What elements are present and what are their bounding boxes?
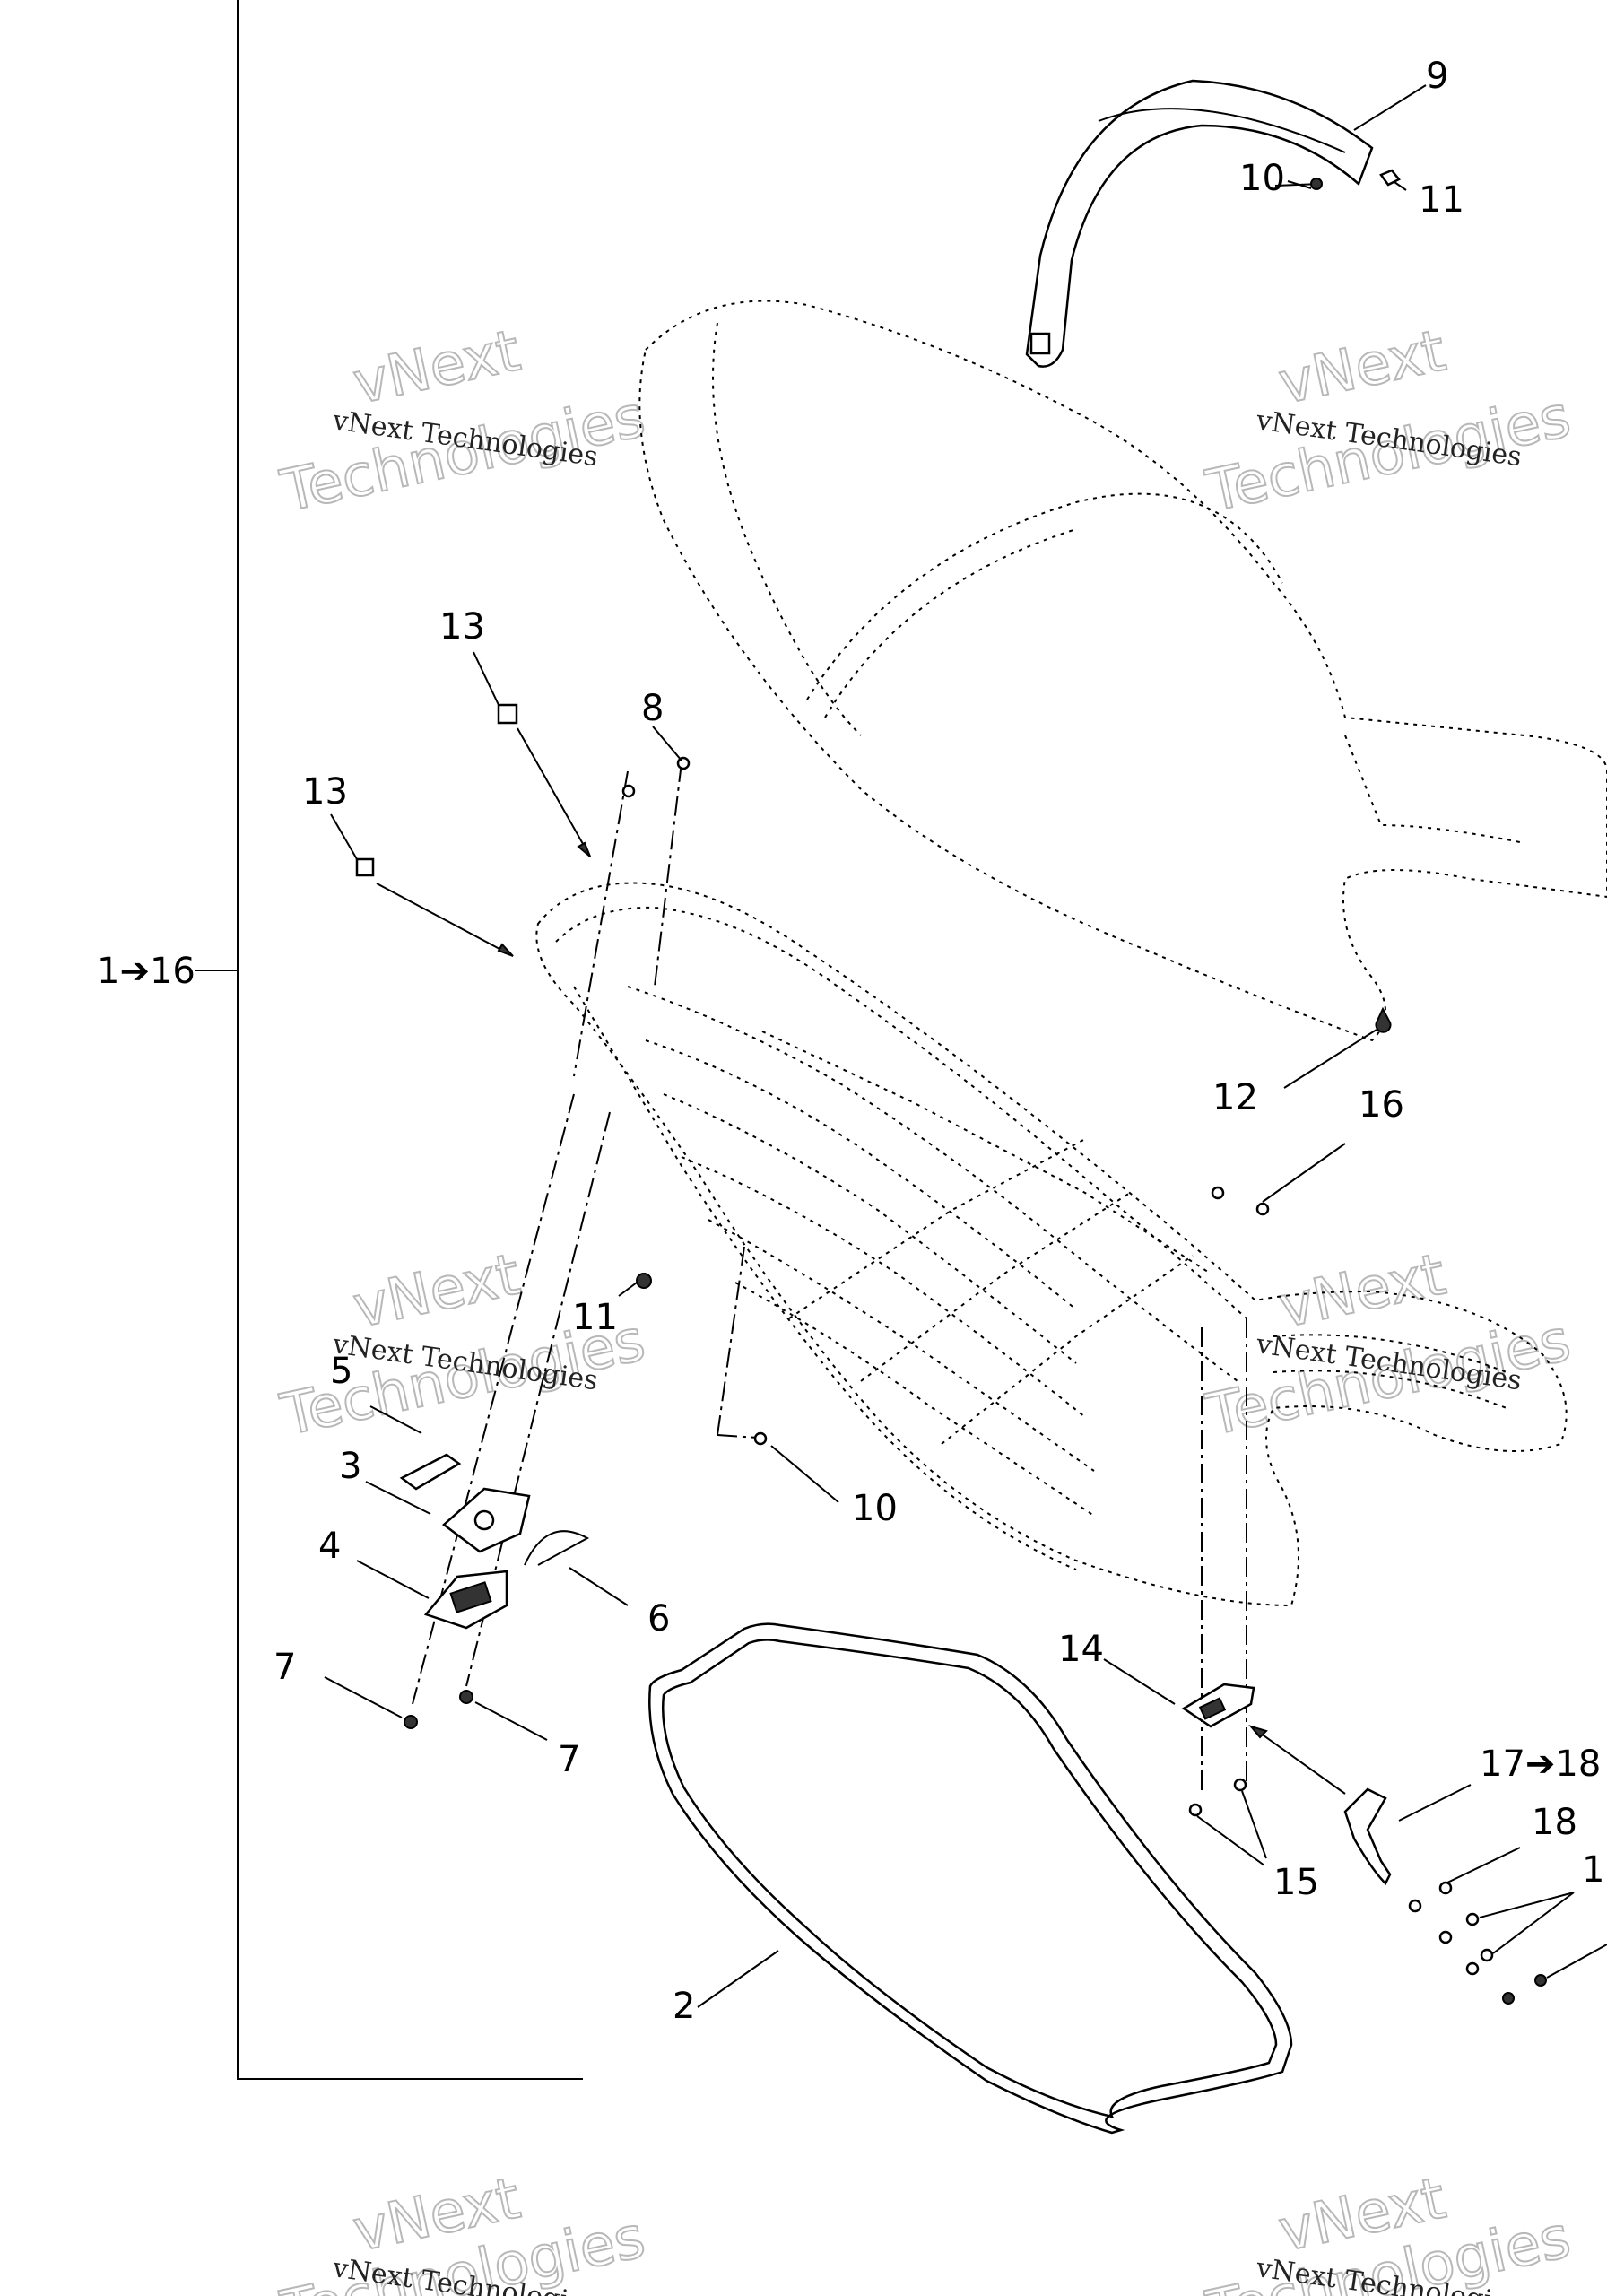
part-7-screw-a xyxy=(404,1715,418,1729)
callout-3: 3 xyxy=(339,1446,361,1487)
watermark-big-1: vNext xyxy=(348,317,526,417)
callout-13: 13 xyxy=(302,771,348,813)
callout-4: 4 xyxy=(318,1526,341,1567)
callout-11: 11 xyxy=(1419,179,1464,221)
watermark-big-1: vNext xyxy=(348,1241,526,1341)
callout-14: 14 xyxy=(1058,1629,1104,1670)
callout-9: 9 xyxy=(1426,56,1448,97)
part-5-latch-pin xyxy=(399,1453,462,1491)
part-11-nut-top xyxy=(1379,169,1401,187)
watermark-mid-right: vNext Technologies vNext Technologies xyxy=(1200,1240,1577,1449)
watermark-bottom-right: vNext Technologies vNext Technologies xyxy=(1200,2164,1577,2296)
watermark-bottom-left: vNext Technologies vNext Technologies xyxy=(274,2164,652,2296)
callout-11: 11 xyxy=(572,1297,618,1338)
callout-7: 7 xyxy=(274,1647,296,1688)
callout-17-18: 17➔18 xyxy=(1480,1744,1601,1785)
callout-7: 7 xyxy=(558,1739,580,1780)
callout-10: 10 xyxy=(852,1488,898,1529)
part-11-nut-mid xyxy=(636,1273,652,1289)
callouts: 9 10 11 13 8 13 12 16 11 5 3 10 4 6 14 7… xyxy=(274,56,1607,2027)
part-16-nut-b xyxy=(1255,1202,1270,1216)
seat-base-frame xyxy=(535,882,1568,1607)
seat-cover-outline xyxy=(638,300,1607,1042)
part-13-clips xyxy=(355,703,591,957)
part-16-nut-a xyxy=(1211,1186,1225,1200)
watermark-big-1: vNext xyxy=(1273,317,1451,417)
part-15-screws xyxy=(1188,1778,1267,1866)
part-6-spring xyxy=(524,1530,590,1566)
part-18-19-hardware xyxy=(1408,1881,1547,2005)
callout-15: 15 xyxy=(1273,1862,1319,1903)
mounting-lines xyxy=(412,761,1247,1794)
part-10-screw-mid xyxy=(753,1431,768,1446)
callout-10: 10 xyxy=(1239,158,1285,199)
part-7-screw-b xyxy=(459,1690,473,1704)
callout-2: 2 xyxy=(673,1986,695,2027)
latch-assembly xyxy=(399,1453,590,1729)
part-9-grab-handle xyxy=(1025,79,1374,368)
callout-8: 8 xyxy=(641,688,664,729)
part-2-seal xyxy=(648,1622,1293,2135)
callout-5: 5 xyxy=(330,1351,352,1392)
part-17-hook xyxy=(1343,1787,1392,1886)
assembly-bracket: 1➔16 xyxy=(97,0,583,2080)
part-14-bracket xyxy=(1181,1683,1346,1795)
watermark-big-1: vNext xyxy=(1273,1241,1451,1341)
watermark-mid-left: vNext Technologies vNext Technologies xyxy=(274,1240,652,1449)
leader-lines xyxy=(324,84,1607,2008)
part-8-nut-a xyxy=(621,784,636,798)
callout-6: 6 xyxy=(647,1598,670,1639)
watermark-top-left: vNext Technologies vNext Technologies xyxy=(274,317,652,526)
watermark-top-right: vNext Technologies vNext Technologies xyxy=(1200,317,1577,526)
fasteners-base xyxy=(621,756,1392,1446)
callout-16: 16 xyxy=(1359,1084,1404,1126)
callout-19: 19 xyxy=(1582,1849,1607,1891)
callout-12: 12 xyxy=(1212,1077,1258,1118)
part-12-drop xyxy=(1375,1006,1392,1033)
callout-13: 13 xyxy=(439,606,485,648)
callout-1-16: 1➔16 xyxy=(97,951,195,992)
callout-18: 18 xyxy=(1532,1802,1577,1843)
part-13-clip-a xyxy=(497,703,518,725)
part-13-clip-b xyxy=(355,857,375,877)
